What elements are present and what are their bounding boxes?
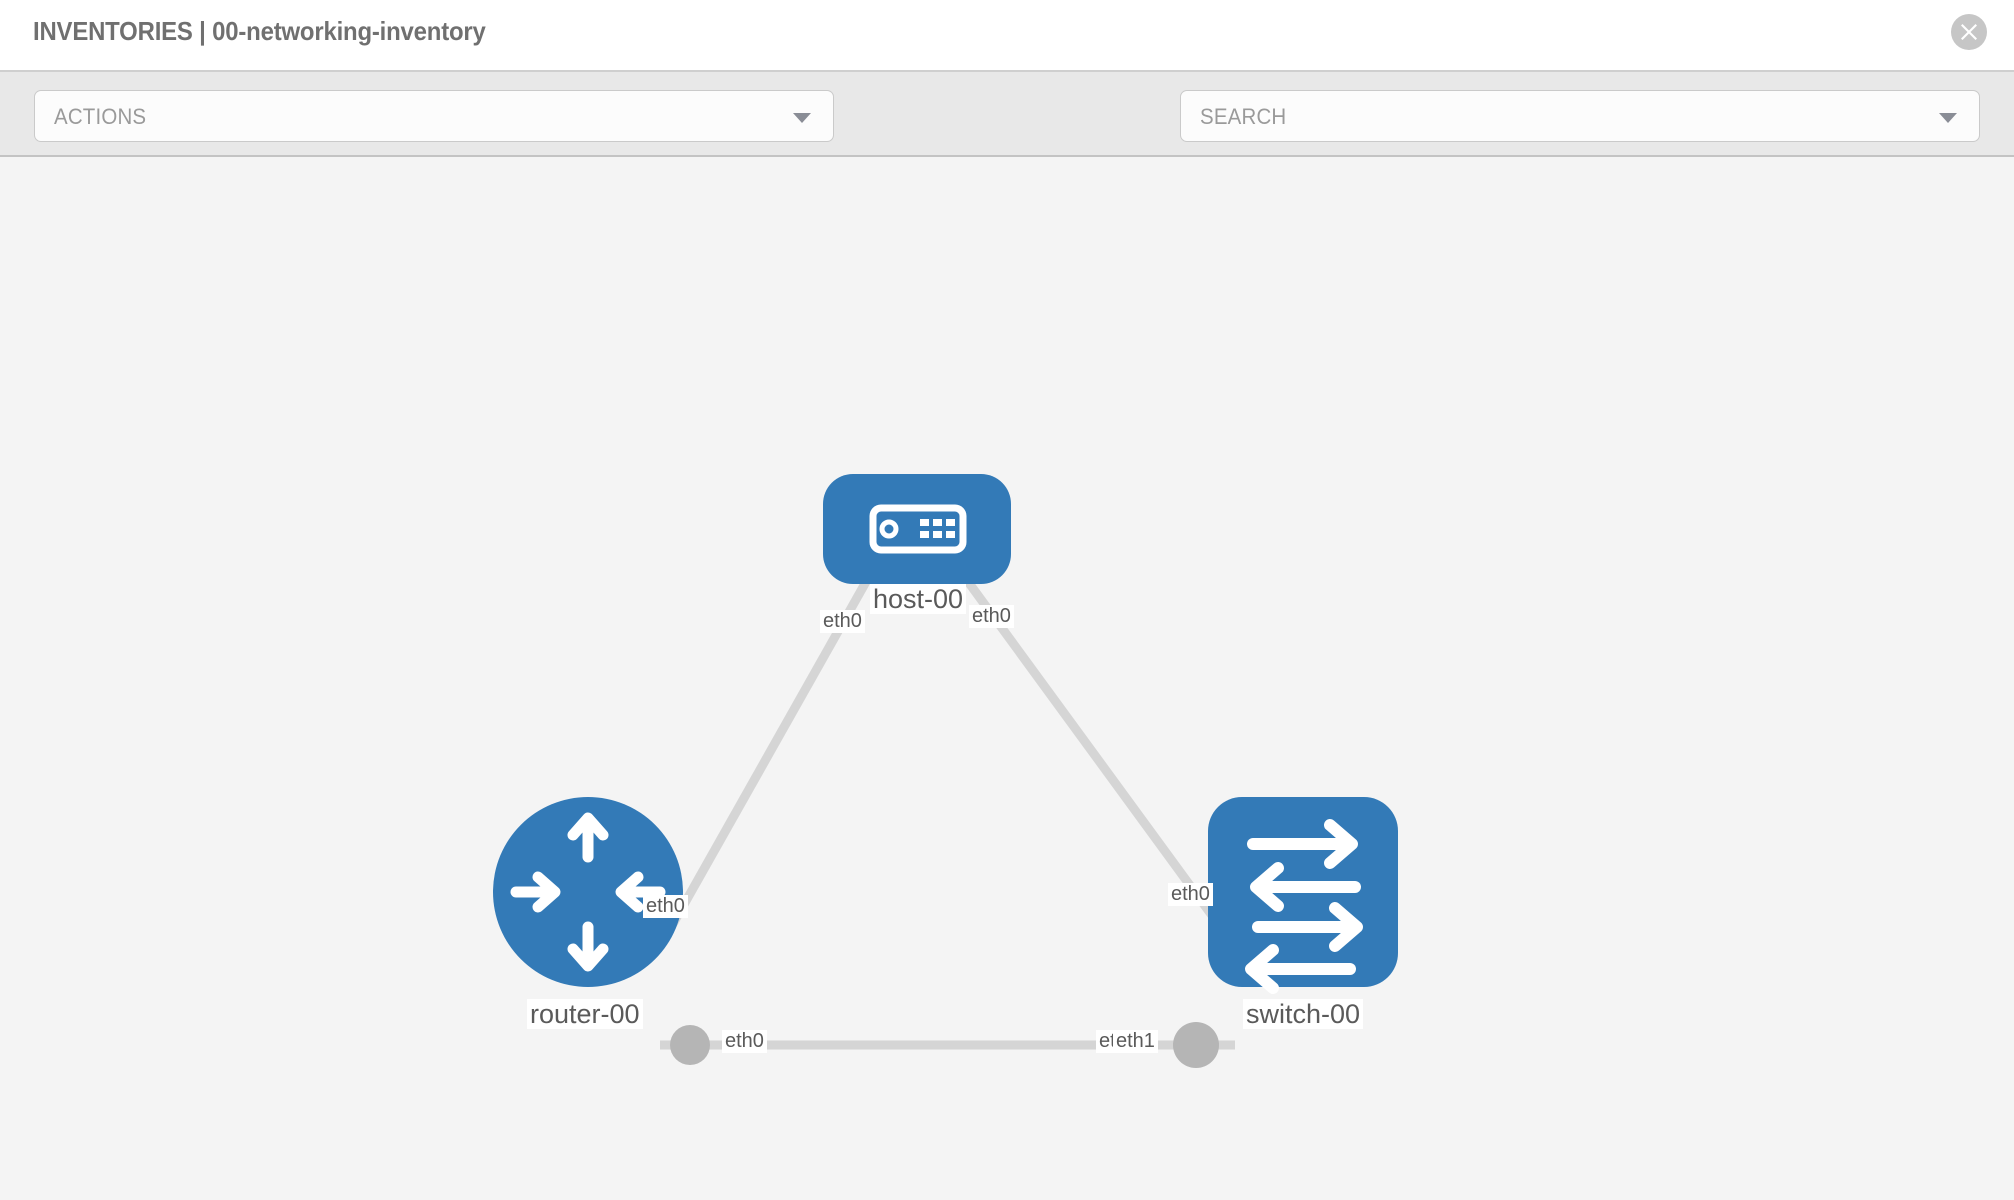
connector-router-east bbox=[670, 1025, 710, 1065]
server-icon bbox=[869, 504, 967, 554]
topology-connectors bbox=[670, 543, 1254, 1068]
page-header: INVENTORIES | 00-networking-inventory bbox=[0, 0, 2014, 70]
search-input[interactable]: SEARCH bbox=[1180, 90, 1980, 142]
router-arrows-icon bbox=[510, 812, 666, 972]
interface-label: eth0 bbox=[722, 1030, 767, 1053]
node-label-router-00: router-00 bbox=[527, 999, 643, 1030]
chevron-down-icon bbox=[1939, 113, 1957, 123]
toolbar: ACTIONS SEARCH bbox=[0, 70, 2014, 200]
connector-switch-west bbox=[1173, 1022, 1219, 1068]
close-icon[interactable] bbox=[1951, 14, 1987, 50]
node-router-00 bbox=[493, 797, 683, 987]
node-label-host-00: host-00 bbox=[870, 584, 967, 615]
topology-edges bbox=[656, 554, 1239, 1050]
interface-label: eth0 bbox=[1168, 883, 1213, 906]
actions-dropdown[interactable]: ACTIONS bbox=[34, 90, 834, 142]
search-placeholder: SEARCH bbox=[1200, 104, 1287, 129]
interface-label: eth0 bbox=[820, 610, 865, 633]
interface-label: eth0 bbox=[969, 605, 1014, 628]
switch-arrows-icon bbox=[1245, 819, 1363, 994]
page-title: INVENTORIES | 00-networking-inventory bbox=[33, 16, 486, 46]
node-label-switch-00: switch-00 bbox=[1243, 999, 1364, 1030]
chevron-down-icon bbox=[793, 113, 811, 123]
actions-dropdown-label: ACTIONS bbox=[54, 104, 147, 129]
interface-label: eth0 bbox=[643, 895, 688, 918]
topology-canvas[interactable]: host-00 router-00 switch-00 eth0 eth0 et… bbox=[0, 157, 2014, 1200]
interface-label: eth1 bbox=[1113, 1030, 1158, 1053]
node-switch-00 bbox=[1208, 797, 1398, 994]
node-host-00 bbox=[823, 474, 1011, 584]
